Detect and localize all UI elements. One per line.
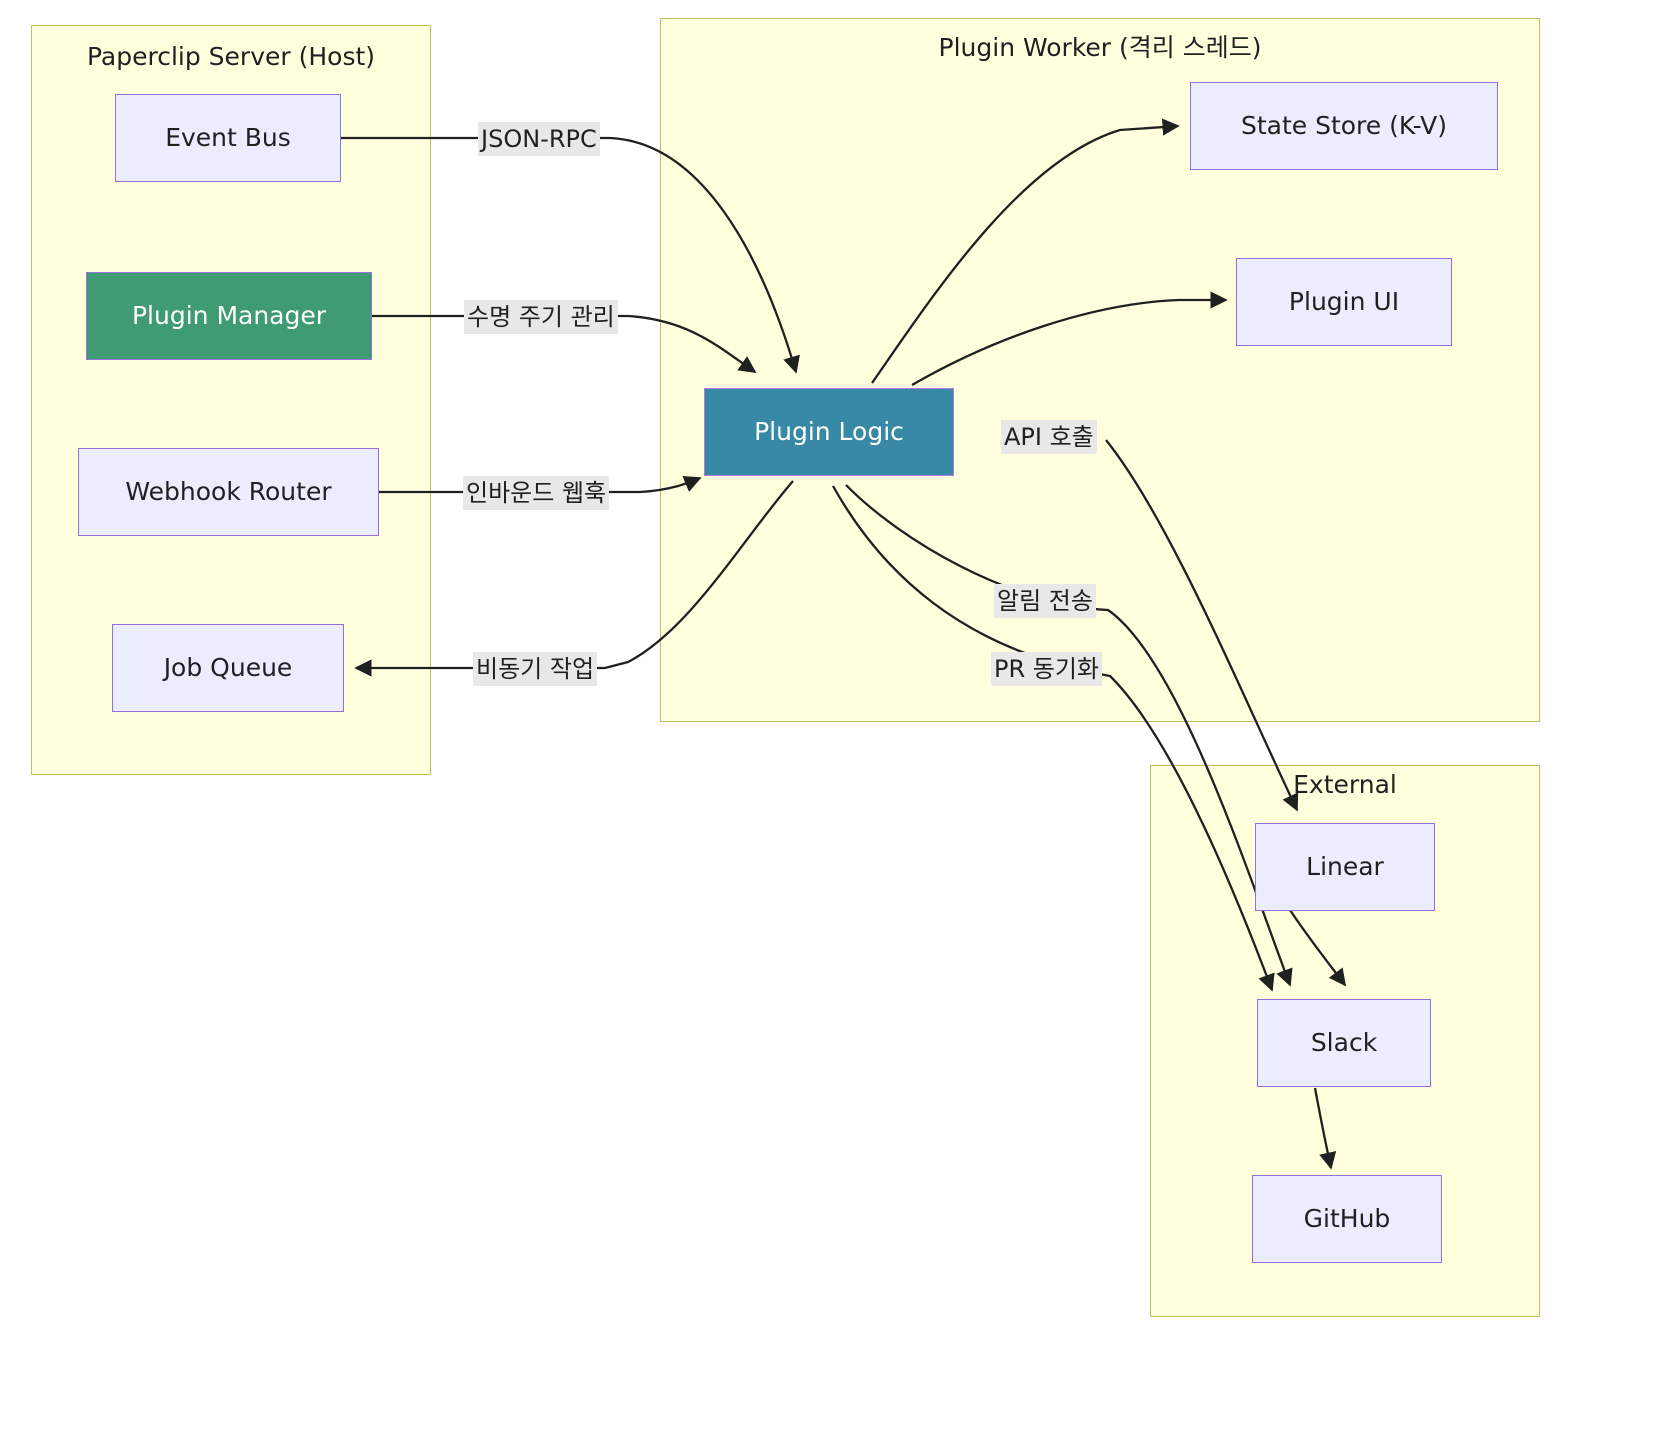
node-linear[interactable]: Linear bbox=[1255, 823, 1435, 911]
node-state-store-label: State Store (K-V) bbox=[1240, 111, 1448, 140]
node-event-bus[interactable]: Event Bus bbox=[115, 94, 341, 182]
node-job-queue[interactable]: Job Queue bbox=[112, 624, 344, 712]
cluster-external-title: External bbox=[1293, 770, 1397, 799]
node-github[interactable]: GitHub bbox=[1252, 1175, 1442, 1263]
edge-label-notify: 알림 전송 bbox=[994, 584, 1096, 618]
edge-label-pr-sync: PR 동기화 bbox=[991, 652, 1103, 686]
edge-label-json-rpc: JSON-RPC bbox=[478, 122, 600, 156]
node-plugin-logic-label: Plugin Logic bbox=[754, 417, 904, 446]
node-github-label: GitHub bbox=[1303, 1204, 1391, 1233]
node-job-queue-label: Job Queue bbox=[163, 653, 293, 682]
cluster-plugin-worker-title: Plugin Worker (격리 스레드) bbox=[938, 33, 1262, 62]
cluster-paperclip-server-title: Paperclip Server (Host) bbox=[86, 42, 376, 71]
node-linear-label: Linear bbox=[1306, 852, 1384, 881]
node-slack[interactable]: Slack bbox=[1257, 999, 1431, 1087]
node-webhook-router[interactable]: Webhook Router bbox=[78, 448, 379, 536]
node-plugin-logic[interactable]: Plugin Logic bbox=[704, 388, 954, 476]
node-plugin-ui-label: Plugin UI bbox=[1288, 287, 1400, 316]
node-slack-label: Slack bbox=[1310, 1028, 1378, 1057]
node-plugin-manager[interactable]: Plugin Manager bbox=[86, 272, 372, 360]
node-webhook-router-label: Webhook Router bbox=[125, 477, 332, 506]
edge-label-lifecycle: 수명 주기 관리 bbox=[464, 300, 618, 334]
edge-label-async-job: 비동기 작업 bbox=[473, 652, 598, 686]
edge-label-api-call: API 호출 bbox=[1001, 420, 1097, 454]
node-plugin-ui[interactable]: Plugin UI bbox=[1236, 258, 1452, 346]
node-plugin-manager-label: Plugin Manager bbox=[131, 301, 327, 330]
node-event-bus-label: Event Bus bbox=[165, 123, 291, 152]
node-state-store[interactable]: State Store (K-V) bbox=[1190, 82, 1498, 170]
edge-label-inbound-webhook: 인바운드 웹훅 bbox=[463, 476, 610, 510]
